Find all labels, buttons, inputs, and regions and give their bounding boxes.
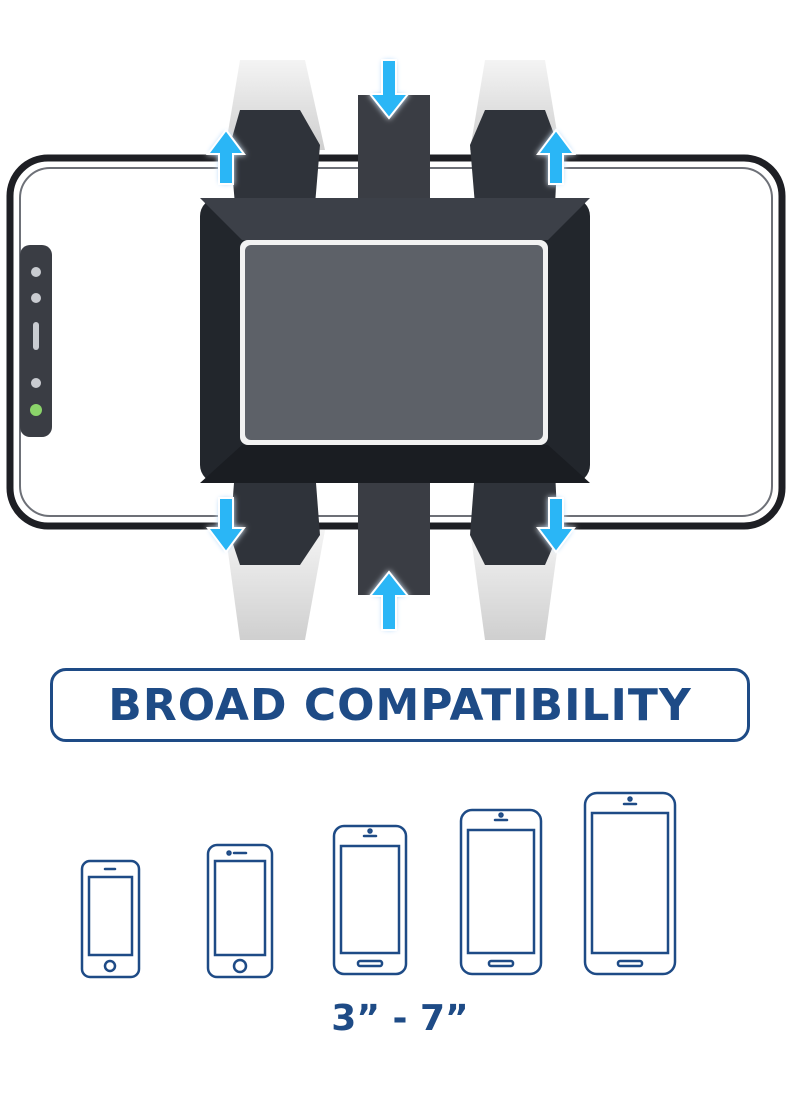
grip-arms — [230, 110, 558, 565]
smartphone-icon — [583, 791, 677, 976]
smartphone-icon — [459, 808, 543, 976]
expand-arrows — [206, 59, 576, 631]
badge-label: BROAD COMPATIBILITY — [108, 679, 692, 731]
expand-arrow-icon — [206, 128, 246, 185]
phone-size-lineup — [80, 791, 677, 979]
compatibility-badge: BROAD COMPATIBILITY — [50, 668, 750, 742]
phone-holder-illustration — [6, 59, 786, 640]
smartphone-icon — [206, 843, 274, 979]
size-range-label: 3” - 7” — [331, 998, 469, 1039]
expand-arrow-icon — [206, 497, 246, 554]
expand-arrow-icon — [536, 128, 576, 185]
smartphone-icon — [332, 824, 408, 976]
holder-body — [200, 198, 590, 483]
expand-arrow-icon — [536, 497, 576, 554]
expand-arrow-icon — [367, 59, 411, 120]
expand-arrow-icon — [367, 570, 411, 631]
smartphone-icon — [80, 859, 141, 979]
